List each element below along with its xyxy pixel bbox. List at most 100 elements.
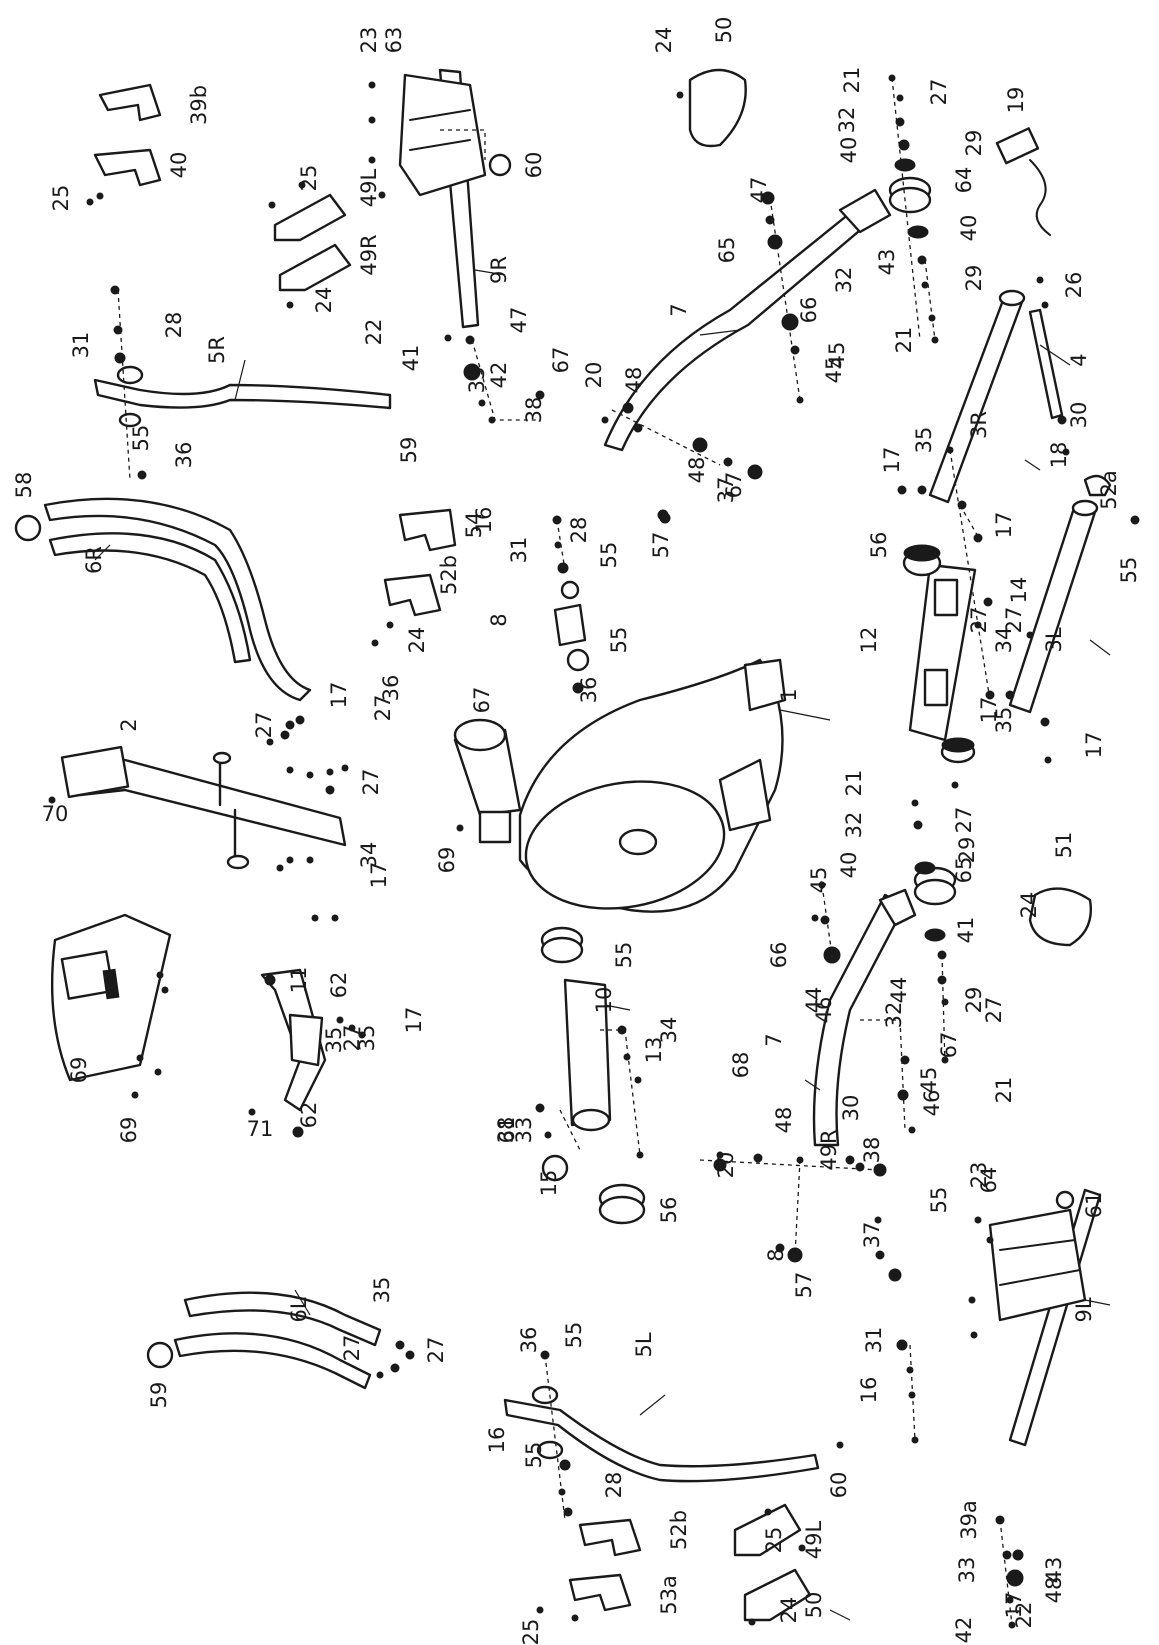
part-3l-rail xyxy=(1008,499,1099,714)
part-62-cap xyxy=(1055,1190,1075,1210)
part-label: 17 xyxy=(327,682,351,709)
part-label: 55 xyxy=(597,542,621,569)
part-5l-pivot-arm xyxy=(503,1385,820,1483)
part-label: 17 xyxy=(880,447,904,474)
part-label: 19 xyxy=(1004,87,1028,114)
part-label: 25 xyxy=(297,165,321,192)
part-label: 16 xyxy=(485,1427,509,1454)
part-70-console xyxy=(50,913,172,1082)
part-3r-rail xyxy=(928,289,1026,504)
part-68-cover xyxy=(453,718,522,817)
part-label: 27 xyxy=(340,1335,364,1362)
part-label: 37 xyxy=(714,477,738,504)
part-label: 46 xyxy=(920,1090,944,1117)
part-12-cross-tube xyxy=(908,563,977,742)
part-label: 42 xyxy=(487,362,511,389)
part-label: 48 xyxy=(685,457,709,484)
part-label: 64 xyxy=(952,167,976,194)
part-52b-clamp-lower xyxy=(568,1573,632,1612)
part-label: 59 xyxy=(397,437,421,464)
part-label: 56 xyxy=(867,532,891,559)
part-label: 65 xyxy=(952,857,976,884)
part-label: 27 xyxy=(340,1025,364,1052)
part-40-bearing-lower xyxy=(914,861,936,875)
part-label: 47 xyxy=(747,177,771,204)
part-label: 41 xyxy=(399,345,423,372)
part-label: 17 xyxy=(992,512,1016,539)
part-label: 66 xyxy=(797,297,821,324)
part-label: 39a xyxy=(957,1500,981,1540)
part-label: 28 xyxy=(567,517,591,544)
part-label: 8 xyxy=(764,1248,788,1261)
part-label: 32 xyxy=(842,812,866,839)
part-label: 55 xyxy=(522,1442,546,1469)
part-label: 27 xyxy=(967,607,991,634)
part-55-bushing xyxy=(566,648,590,672)
part-label: 56 xyxy=(657,1197,681,1224)
part-label: 21 xyxy=(892,327,916,354)
part-label: 24 xyxy=(652,27,676,54)
part-6l-handlebar-grip xyxy=(146,1291,382,1390)
part-63-wheel xyxy=(541,1154,569,1182)
part-label: 22 xyxy=(362,319,386,346)
part-58-end-cap xyxy=(902,544,942,577)
part-label: 10 xyxy=(592,987,616,1014)
part-label: 38 xyxy=(860,1137,884,1164)
part-label: 55 xyxy=(1117,557,1141,584)
part-label: 63 xyxy=(382,27,406,54)
part-label: 45 xyxy=(807,867,831,894)
part-8-bracket xyxy=(553,603,587,647)
part-label: 48 xyxy=(1042,1577,1066,1604)
part-label: 9R xyxy=(487,256,511,284)
part-label: 50 xyxy=(712,17,736,44)
part-49l-cover xyxy=(278,243,352,292)
part-label: 31 xyxy=(69,332,93,359)
part-label: 69 xyxy=(435,847,459,874)
part-label: 50 xyxy=(802,1592,826,1619)
part-label: 62 xyxy=(327,972,351,999)
part-72-post xyxy=(478,810,512,844)
part-label: 8 xyxy=(487,613,511,626)
part-label: 24 xyxy=(777,1597,801,1624)
part-label: 43 xyxy=(1042,1557,1066,1584)
part-label: 27 xyxy=(424,1337,448,1364)
part-57-cap xyxy=(598,1183,646,1225)
part-label: 27 xyxy=(359,769,383,796)
part-label: 33 xyxy=(955,1557,979,1584)
part-label: 52b xyxy=(437,555,461,595)
part-label: 20 xyxy=(714,1152,738,1179)
part-52b-clamp xyxy=(383,573,442,617)
assembly-lines xyxy=(117,77,1013,1626)
part-50-cap-lower xyxy=(1028,887,1092,947)
part-label: 17 xyxy=(1082,732,1106,759)
part-1-main-frame xyxy=(518,658,787,913)
part-label: 17 xyxy=(1002,1592,1026,1619)
part-label: 52a xyxy=(1097,470,1121,510)
part-66-bearing-housing xyxy=(888,176,932,214)
part-label: 27 xyxy=(252,712,276,739)
part-label: 6L xyxy=(287,1297,311,1322)
part-label: 67 xyxy=(549,347,573,374)
part-label: 68 xyxy=(729,1052,753,1079)
part-label: 32 xyxy=(832,267,856,294)
part-label: 34 xyxy=(657,1017,681,1044)
part-label: 33 xyxy=(512,1117,536,1144)
part-label: 49R xyxy=(357,234,381,275)
part-label: 22 xyxy=(1012,1602,1036,1629)
part-label: 57 xyxy=(649,532,673,559)
part-label: 55 xyxy=(129,425,153,452)
part-55-bushing xyxy=(560,580,580,600)
part-label: 31 xyxy=(862,1327,886,1354)
part-label: 7 xyxy=(667,303,691,316)
part-label: 34 xyxy=(357,842,381,869)
part-label: 20 xyxy=(582,362,606,389)
part-label: 35 xyxy=(370,1277,394,1304)
part-label: 23 xyxy=(967,1162,991,1189)
part-label: 40 xyxy=(167,152,191,179)
part-label: 29 xyxy=(955,837,979,864)
part-label: 69 xyxy=(67,1057,91,1084)
part-label: 39b xyxy=(187,85,211,125)
part-label: 41 xyxy=(954,917,978,944)
part-label: 28 xyxy=(602,1472,626,1499)
part-label: 11 xyxy=(287,967,311,994)
